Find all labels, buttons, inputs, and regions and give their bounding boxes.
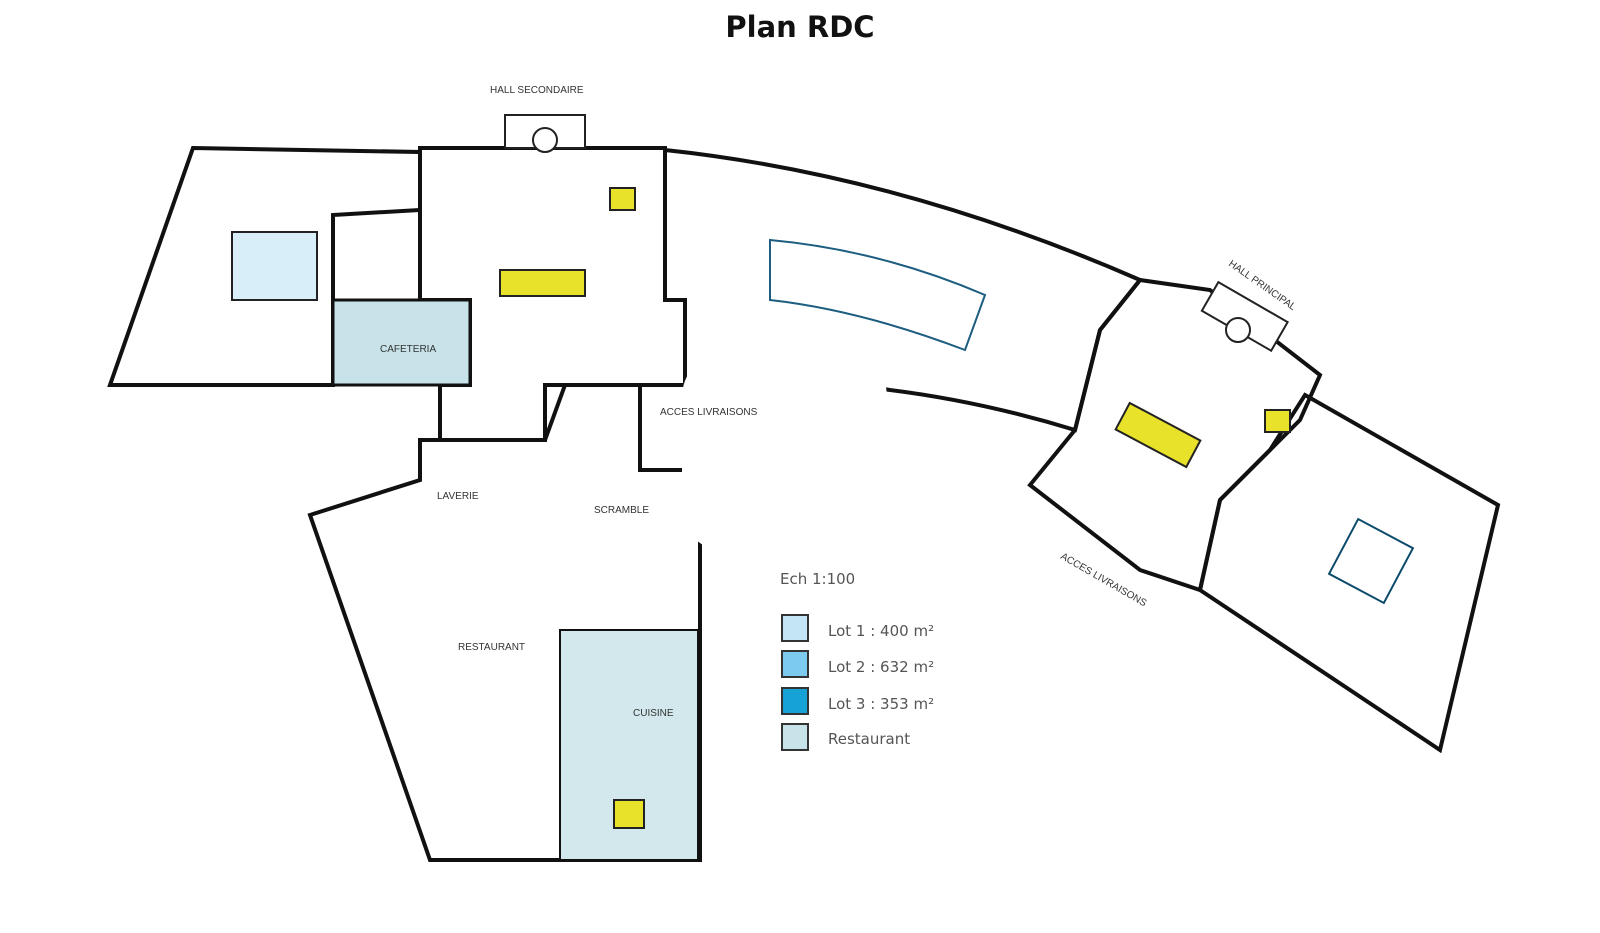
legend-label-lot-1: Lot 1 : 400 m² [828, 622, 934, 640]
revolving-door [1225, 317, 1251, 343]
revolving-door [532, 127, 558, 153]
lot-3-area [1197, 392, 1501, 754]
lot-1-patio [231, 231, 318, 301]
label-hall-secondaire: HALL SECONDAIRE [490, 85, 584, 96]
legend: Ech 1:100 Lot 1 : 400 m² Lot 2 : 632 m² … [780, 570, 934, 751]
label-cuisine: CUISINE [633, 708, 674, 719]
lot-2-patio [769, 238, 987, 352]
legend-swatch-lot-2 [781, 650, 809, 678]
legend-label-lot-2: Lot 2 : 632 m² [828, 658, 934, 676]
redaction-mask [682, 352, 887, 552]
label-scramble: SCRAMBLE [594, 505, 649, 516]
label-cafeteria: CAFETERIA [380, 344, 436, 355]
lot-3-patio [1327, 517, 1415, 605]
scale-label: Ech 1:100 [780, 570, 855, 588]
label-acces-livraisons: ACCES LIVRAISONS [1059, 551, 1149, 609]
legend-swatch-lot-1 [781, 614, 809, 642]
legend-label-restaurant: Restaurant [828, 730, 910, 748]
label-acces-livraisons: ACCES LIVRAISONS [660, 407, 758, 418]
legend-swatch-restaurant [781, 723, 809, 751]
label-restaurant: RESTAURANT [458, 642, 525, 653]
label-laverie: LAVERIE [437, 491, 479, 502]
plan-title: Plan RDC [725, 10, 875, 44]
elevators [499, 187, 1291, 829]
legend-swatch-lot-3 [781, 687, 809, 715]
cafeteria-area [331, 298, 472, 387]
legend-label-lot-3: Lot 3 : 353 m² [828, 695, 934, 713]
